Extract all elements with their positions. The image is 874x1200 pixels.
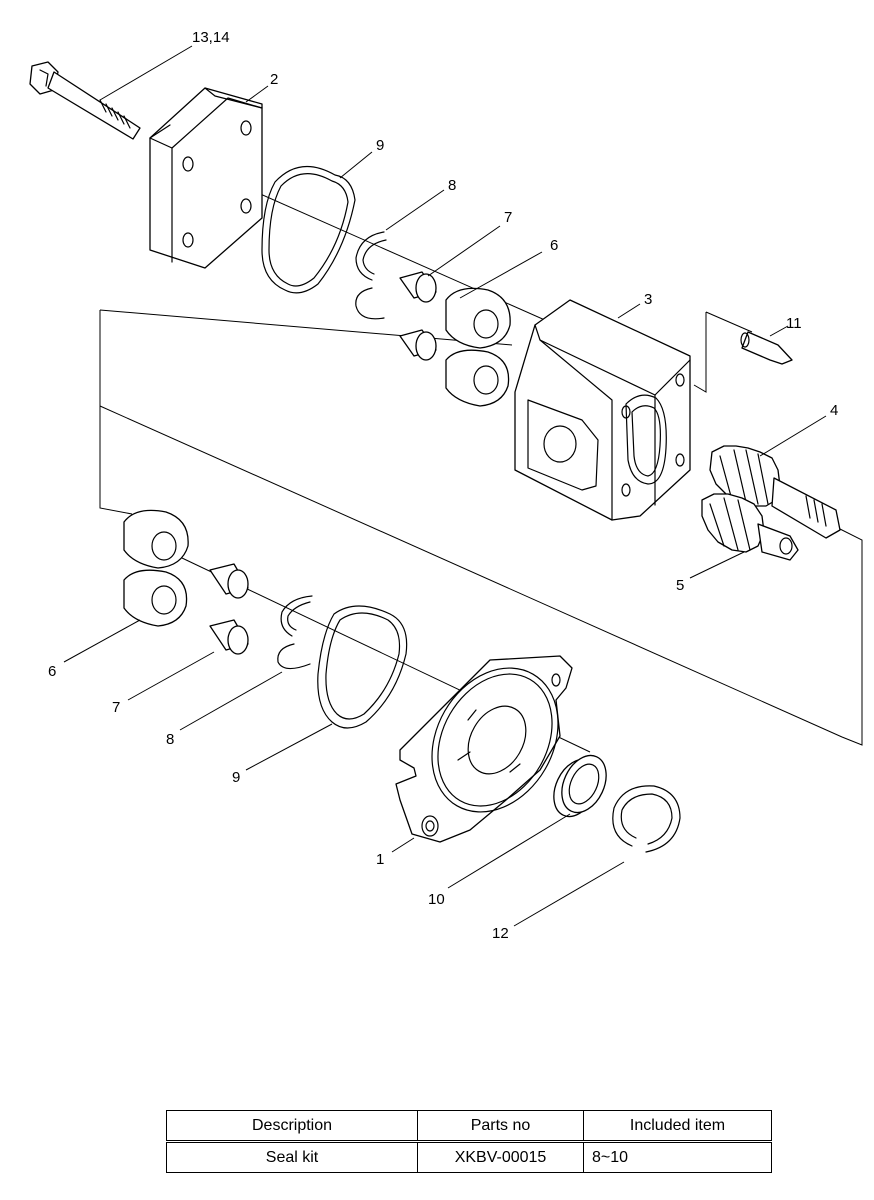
callout-4: 4 — [830, 402, 838, 419]
callout-8-top: 8 — [448, 177, 456, 194]
assembly-frame-lines — [99, 176, 863, 753]
callout-10: 10 — [428, 891, 445, 908]
header-parts-no: Parts no — [417, 1110, 584, 1143]
clip-8-bottom — [277, 595, 313, 670]
side-plate-6-bottom — [123, 509, 189, 627]
callout-12: 12 — [492, 925, 509, 942]
bushings-7-top — [399, 271, 437, 361]
bushings-7-bottom — [209, 563, 249, 655]
side-plate-6-top — [445, 287, 511, 407]
callout-labels: 13,14 2 9 8 7 6 3 11 4 5 6 7 8 9 1 10 12 — [48, 29, 838, 942]
callout-6-top: 6 — [550, 237, 558, 254]
callout-3: 3 — [644, 291, 652, 308]
callout-5: 5 — [676, 577, 684, 594]
leader-lines — [63, 45, 827, 927]
gear-body-3 — [514, 299, 691, 521]
bolt-13-14 — [29, 61, 141, 140]
callout-9-bottom: 9 — [232, 769, 240, 786]
header-description: Description — [166, 1110, 418, 1143]
cell-included-item: 8~10 — [583, 1141, 772, 1173]
callout-2: 2 — [270, 71, 278, 88]
gasket-9-top — [261, 165, 356, 294]
table-row: Seal kit XKBV-00015 8~10 — [166, 1141, 772, 1173]
table-header-row: Description Parts no Included item — [166, 1110, 772, 1143]
callout-9-top: 9 — [376, 137, 384, 154]
cell-parts-no: XKBV-00015 — [417, 1141, 584, 1173]
seal-kit-table: Description Parts no Included item Seal … — [166, 1110, 772, 1173]
dowel-pin-11 — [740, 331, 793, 365]
rear-cover-2 — [149, 87, 263, 269]
gasket-9-bottom — [317, 605, 408, 729]
cell-description: Seal kit — [166, 1141, 418, 1173]
exploded-parts-diagram: 13,14 2 9 8 7 6 3 11 4 5 6 7 8 9 1 10 12 — [29, 29, 863, 942]
driven-gear-5 — [701, 493, 799, 561]
callout-6-bottom: 6 — [48, 663, 56, 680]
callout-1: 1 — [376, 851, 384, 868]
callout-13-14: 13,14 — [192, 29, 230, 46]
clip-8-top — [355, 231, 387, 320]
snap-ring-12 — [612, 785, 681, 853]
callout-11: 11 — [786, 315, 802, 332]
drive-gear-4 — [709, 445, 841, 539]
callout-7-bottom: 7 — [112, 699, 120, 716]
oil-seal-10 — [553, 754, 607, 818]
front-cover-1 — [395, 655, 573, 843]
header-included-item: Included item — [583, 1110, 772, 1143]
callout-7-top: 7 — [504, 209, 512, 226]
callout-8-bottom: 8 — [166, 731, 174, 748]
